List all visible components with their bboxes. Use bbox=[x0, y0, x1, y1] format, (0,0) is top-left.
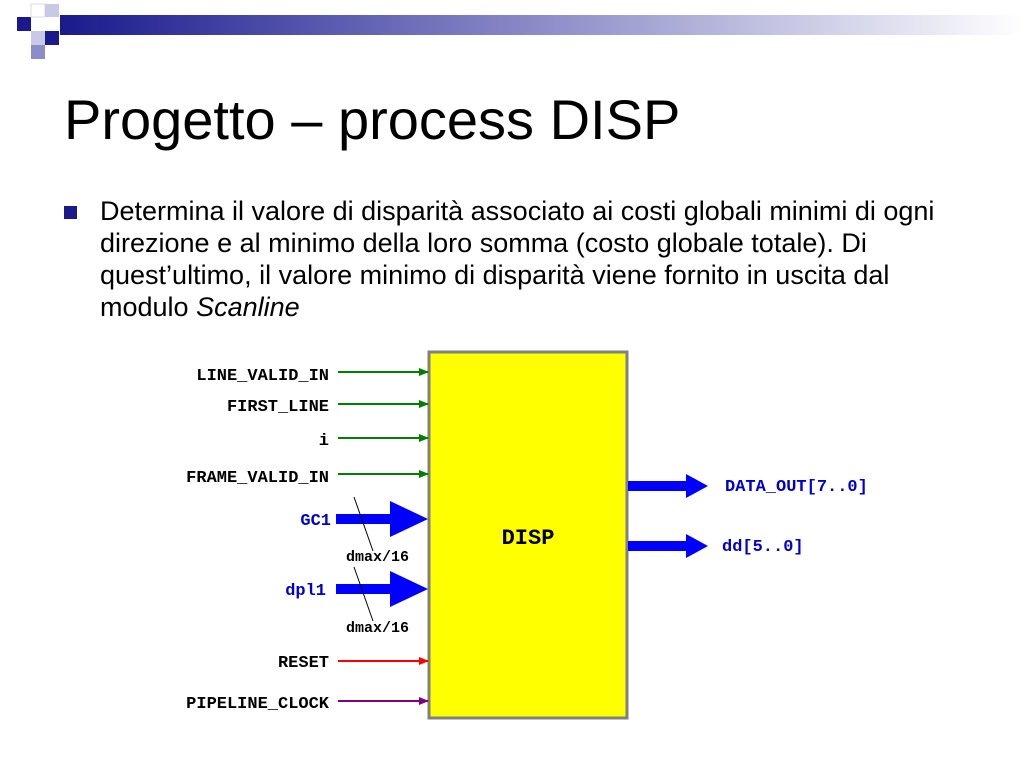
disp-block-label: DISP bbox=[502, 526, 555, 551]
gc1-width-label: dmax/16 bbox=[346, 549, 409, 566]
data-out-bus-arrow bbox=[628, 474, 708, 498]
bullet-text-italic: Scanline bbox=[196, 292, 300, 322]
deco-square bbox=[45, 31, 59, 45]
disp-block-diagram: DISP LINE_VALID_IN FIRST_LINE i FRAME_VA… bbox=[186, 350, 868, 720]
bullet-item: Determina il valore di disparità associa… bbox=[64, 195, 964, 323]
reset-label: RESET bbox=[278, 654, 329, 673]
first-line-label: FIRST_LINE bbox=[227, 398, 329, 417]
dpl1-width-label: dmax/16 bbox=[346, 620, 409, 637]
bullet-text-main: Determina il valore di disparità associa… bbox=[100, 196, 935, 322]
dpl1-bus-slash bbox=[353, 566, 374, 622]
slide-title: Progetto – process DISP bbox=[64, 88, 681, 151]
dd-label: dd[5..0] bbox=[722, 538, 804, 557]
gc1-bus-slash bbox=[353, 496, 374, 552]
dpl1-label: dpl1 bbox=[285, 582, 326, 601]
deco-square bbox=[31, 31, 45, 45]
frame-valid-in-label: FRAME_VALID_IN bbox=[186, 469, 329, 488]
dpl1-bus-arrow bbox=[336, 571, 428, 607]
line-valid-in-label: LINE_VALID_IN bbox=[196, 367, 329, 386]
pipeline-clock-label: PIPELINE_CLOCK bbox=[186, 695, 330, 714]
i-label: i bbox=[319, 432, 329, 451]
bullet-text: Determina il valore di disparità associa… bbox=[100, 195, 964, 323]
deco-square bbox=[45, 4, 59, 17]
disp-block bbox=[427, 350, 629, 720]
header-decoration bbox=[17, 3, 1024, 59]
deco-square bbox=[30, 3, 46, 18]
gc1-label: GC1 bbox=[300, 512, 331, 531]
header-bar bbox=[60, 15, 1024, 35]
deco-square bbox=[17, 17, 31, 31]
data-out-label: DATA_OUT[7..0] bbox=[725, 478, 868, 497]
square-bullet-icon bbox=[64, 206, 77, 219]
dd-bus-arrow bbox=[628, 534, 708, 558]
gc1-bus-arrow bbox=[336, 501, 428, 537]
deco-square bbox=[31, 45, 45, 59]
